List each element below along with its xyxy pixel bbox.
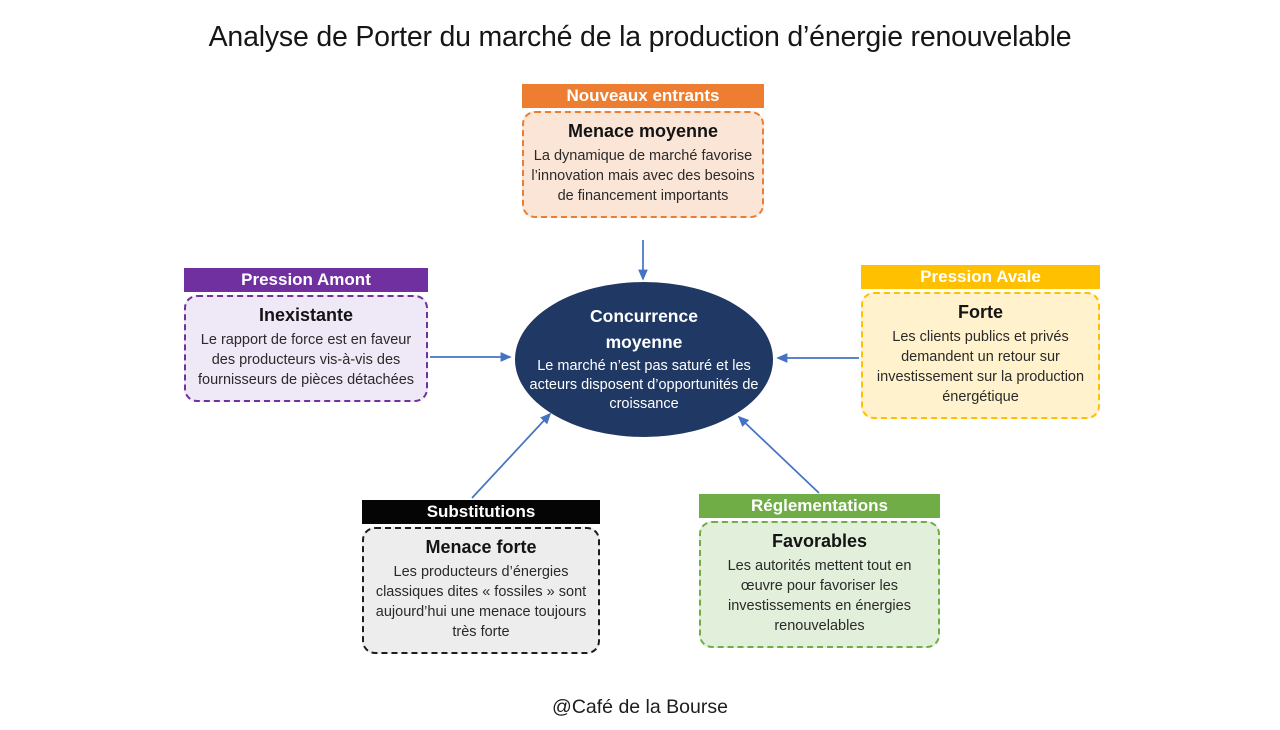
force-description: Le rapport de force est en faveur des pr… bbox=[197, 332, 415, 388]
center-title: Concurrence moyenne bbox=[590, 306, 698, 352]
force-header-pression-amont: Pression Amont bbox=[184, 268, 428, 292]
force-header-pression-avale: Pression Avale bbox=[861, 265, 1100, 289]
attribution: @Café de la Bourse bbox=[552, 696, 728, 718]
force-level: Menace forte bbox=[425, 537, 537, 557]
force-header-substitutions: Substitutions bbox=[362, 500, 600, 524]
force-box-substitutions: Menace forte Les producteurs d’énergies … bbox=[362, 527, 600, 654]
center-ellipse: Concurrence moyenne Le marché n’est pas … bbox=[515, 282, 773, 437]
force-description: La dynamique de marché favorise l’innova… bbox=[531, 148, 755, 204]
force-box-nouveaux-entrants: Menace moyenne La dynamique de marché fa… bbox=[522, 111, 764, 218]
force-level: Forte bbox=[958, 302, 1003, 322]
connector-arrow-bottom-right bbox=[737, 415, 820, 494]
force-level: Favorables bbox=[771, 531, 868, 551]
force-header-reglementations: Réglementations bbox=[699, 494, 940, 518]
force-box-pression-avale: Forte Les clients publics et privés dema… bbox=[861, 292, 1100, 419]
force-group-pression-amont: Pression Amont Inexistante Le rapport de… bbox=[184, 268, 428, 402]
force-box-reglementations: Favorables Les autorités mettent tout en… bbox=[699, 521, 940, 648]
force-level: Inexistante bbox=[258, 305, 354, 325]
force-box-pression-amont: Inexistante Le rapport de force est en f… bbox=[184, 295, 428, 402]
center-description: Le marché n’est pas saturé et les acteur… bbox=[529, 358, 759, 413]
connector-arrow-bottom-left bbox=[471, 412, 552, 499]
force-description: Les producteurs d’énergies classiques di… bbox=[375, 564, 587, 640]
force-description: Les clients publics et privés demandent … bbox=[876, 329, 1085, 405]
page-title: Analyse de Porter du marché de la produc… bbox=[208, 21, 1072, 53]
force-header-nouveaux-entrants: Nouveaux entrants bbox=[522, 84, 764, 108]
force-group-nouveaux-entrants: Nouveaux entrants Menace moyenne La dyna… bbox=[522, 84, 764, 218]
force-level: Menace moyenne bbox=[567, 121, 719, 141]
force-group-reglementations: Réglementations Favorables Les autorités… bbox=[699, 494, 940, 648]
force-description: Les autorités mettent tout en œuvre pour… bbox=[727, 558, 912, 634]
force-group-pression-avale: Pression Avale Forte Les clients publics… bbox=[861, 265, 1100, 419]
force-group-substitutions: Substitutions Menace forte Les producteu… bbox=[362, 500, 600, 654]
